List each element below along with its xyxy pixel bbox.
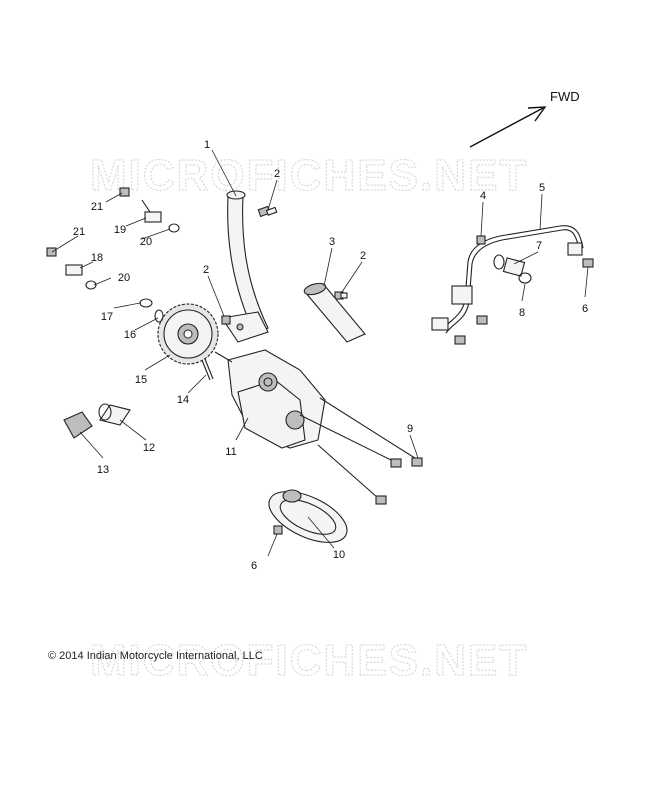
o-ring-17 xyxy=(139,298,153,308)
callout-17: 17 xyxy=(101,311,113,323)
o-ring-16 xyxy=(154,309,164,323)
callout-2: 2 xyxy=(274,168,280,180)
fitting-4 xyxy=(476,235,486,245)
oil-line-assembly xyxy=(431,225,584,334)
callout-2: 2 xyxy=(360,250,366,262)
bolt-2a xyxy=(257,205,278,218)
callout-11: 11 xyxy=(225,446,236,458)
callout-12: 12 xyxy=(143,442,155,454)
bolt-6a xyxy=(582,258,594,268)
callout-3: 3 xyxy=(329,236,335,248)
callout-16: 16 xyxy=(124,329,136,341)
o-ring-20a xyxy=(168,223,180,233)
oil-pump-body xyxy=(214,349,326,449)
fwd-label: FWD xyxy=(550,89,580,104)
sleeve-12 xyxy=(98,403,131,426)
bolt-2c xyxy=(334,291,348,300)
callout-14: 14 xyxy=(177,394,189,406)
callout-8: 8 xyxy=(519,307,525,319)
callout-7: 7 xyxy=(536,240,542,252)
screw-21b xyxy=(46,247,57,257)
forward-arrow-icon xyxy=(469,106,547,148)
callout-1: 1 xyxy=(204,139,210,151)
callout-6: 6 xyxy=(251,560,257,572)
pump-bolts-9 xyxy=(299,397,423,505)
callout-20: 20 xyxy=(118,272,130,284)
callout-6: 6 xyxy=(582,303,588,315)
callout-4: 4 xyxy=(480,190,486,202)
screw-21a xyxy=(119,187,130,197)
sensor-18 xyxy=(65,264,83,276)
sensor-19 xyxy=(141,199,162,223)
callout-19: 19 xyxy=(114,224,126,236)
callout-18: 18 xyxy=(91,252,103,264)
leader-lines xyxy=(51,149,589,557)
callout-13: 13 xyxy=(97,464,109,476)
watermark-top: MICROFICHES.NET xyxy=(90,151,528,200)
callout-20: 20 xyxy=(140,236,152,248)
watermark-bottom: MICROFICHES.NET xyxy=(90,636,528,685)
bolt-2b xyxy=(221,315,231,325)
fitting-7 xyxy=(493,254,526,277)
copyright-text: © 2014 Indian Motorcycle International, … xyxy=(48,650,263,662)
o-ring-8 xyxy=(518,272,532,284)
callout-5: 5 xyxy=(539,182,545,194)
callout-2: 2 xyxy=(203,264,209,276)
callout-10: 10 xyxy=(333,549,345,561)
callout-15: 15 xyxy=(135,374,147,386)
plug-13 xyxy=(63,411,93,439)
bolt-6b xyxy=(273,525,283,535)
sleeve-3 xyxy=(303,282,366,343)
callout-9: 9 xyxy=(407,423,413,435)
oil-pickup-tube xyxy=(221,190,269,343)
callout-21: 21 xyxy=(91,201,103,213)
o-ring-20b xyxy=(85,280,97,290)
callout-21: 21 xyxy=(73,226,85,238)
drive-gear-15 xyxy=(157,303,219,365)
pin-14 xyxy=(201,358,214,381)
line-bolts xyxy=(454,315,488,345)
